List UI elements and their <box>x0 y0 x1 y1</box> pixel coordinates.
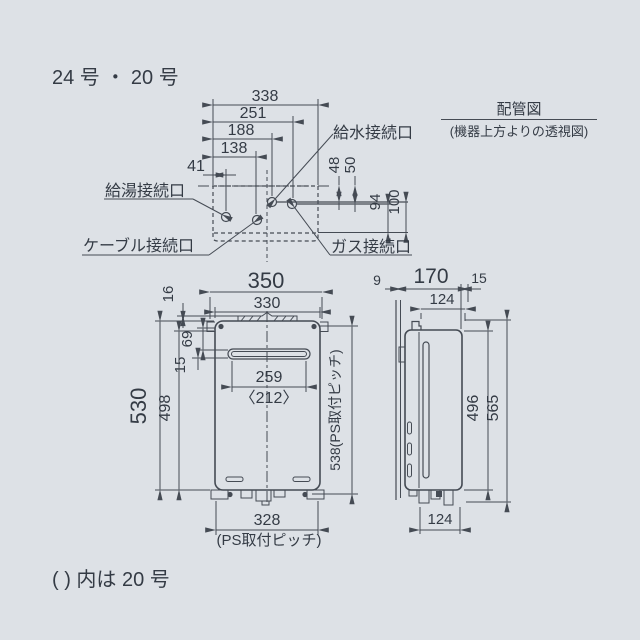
leader-water-supply <box>266 133 334 209</box>
dim-94: 94 <box>367 194 384 211</box>
label-water-supply-port: 給水接続口 <box>333 124 413 142</box>
dim-498: 498 <box>157 395 174 422</box>
body-outline-dashed <box>212 185 319 234</box>
dim-188: 188 <box>228 122 255 139</box>
label-hot-water-port: 給湯接続口 <box>105 182 185 200</box>
dim-496: 496 <box>465 395 482 422</box>
front-view: 350 330 16 69 15 259 〈212〉 530 498 <box>126 268 358 549</box>
pipe-fitting-4 <box>261 500 270 506</box>
dim-48: 48 <box>326 157 343 174</box>
dim-251: 251 <box>240 105 267 122</box>
bracket-top-right <box>320 321 329 332</box>
leader-hot-water <box>192 198 233 222</box>
dim-212: 〈212〉 <box>240 390 299 407</box>
side-fitting-0 <box>408 489 418 497</box>
dim-138: 138 <box>221 140 248 157</box>
leader-gas <box>286 197 331 256</box>
bottom-slot-right <box>292 476 311 482</box>
gas-port <box>286 198 298 210</box>
unit-body-side <box>404 329 463 491</box>
top-view: 338 251 188 138 41 48 50 94 100 給水接続口 給湯… <box>82 88 413 262</box>
page-title: 24 号 ・ 20 号 <box>52 67 179 89</box>
dim-259: 259 <box>256 369 283 386</box>
dim-100: 100 <box>386 189 403 214</box>
dim-124-top: 124 <box>429 291 454 308</box>
dim-338: 338 <box>252 88 279 105</box>
bracket-top-left <box>206 321 215 332</box>
bottom-slot-left <box>225 476 244 482</box>
side-view: 9 170 15 124 496 565 124 <box>373 265 511 534</box>
side-fitting-3 <box>443 489 454 506</box>
pipe-fitting-1 <box>240 489 253 499</box>
screw-hole-top-right <box>311 323 317 330</box>
piping-diagram-subheading: (機器上方よりの透視図) <box>450 124 588 139</box>
exhaust-vent-hatch <box>240 315 295 322</box>
dim-328: 328 <box>254 512 281 529</box>
foot-left <box>210 489 229 500</box>
side-fitting-1 <box>418 489 430 504</box>
dim-16: 16 <box>160 286 177 303</box>
louver-slot <box>227 348 311 360</box>
cable-port <box>251 214 263 226</box>
screw-hole-top-left <box>218 323 224 330</box>
side-back-slot-3 <box>407 463 412 478</box>
screw-hole-bottom-right <box>302 491 308 498</box>
screw-hole-bottom-left <box>227 491 233 498</box>
pipe-fitting-3 <box>273 489 286 498</box>
dim-15-front: 15 <box>172 357 189 374</box>
back-protrusion <box>398 346 406 363</box>
dim-530: 530 <box>126 388 151 425</box>
dim-50: 50 <box>342 157 359 174</box>
side-back-slot-2 <box>407 442 412 456</box>
dim-41: 41 <box>187 158 205 175</box>
dim-69: 69 <box>179 331 196 348</box>
side-fitting-dark <box>436 491 442 497</box>
dim-328-label: (PS取付ピッチ) <box>216 532 321 549</box>
front-face-dashed <box>212 233 319 242</box>
hot-water-port <box>220 211 232 223</box>
piping-diagram-heading: 配管図 <box>496 101 541 118</box>
dim-538-ps-pitch: 538(PS取付ピッチ) <box>327 349 343 470</box>
pipe-fitting-2 <box>255 489 272 502</box>
dim-15-side: 15 <box>471 270 487 286</box>
label-cable-port: ケーブル接続口 <box>83 236 194 255</box>
louver-slot-inner <box>231 351 307 357</box>
dim-565: 565 <box>485 395 502 422</box>
wall-bracket-hook <box>411 320 422 330</box>
side-long-slot <box>422 341 430 479</box>
footnote: ( ) 内は 20 号 <box>52 568 170 591</box>
dim-350: 350 <box>248 268 285 293</box>
leader-cable <box>208 214 264 256</box>
dim-170: 170 <box>413 265 448 288</box>
side-back-slot-1 <box>407 421 412 435</box>
water-supply-port <box>266 196 278 208</box>
dim-124-bottom: 124 <box>427 511 452 528</box>
piping-diagram-header: 配管図 (機器上方よりの透視図) <box>441 101 597 139</box>
dim-9: 9 <box>373 272 381 288</box>
label-gas-port: ガス接続口 <box>331 238 411 256</box>
dim-330: 330 <box>254 295 281 312</box>
